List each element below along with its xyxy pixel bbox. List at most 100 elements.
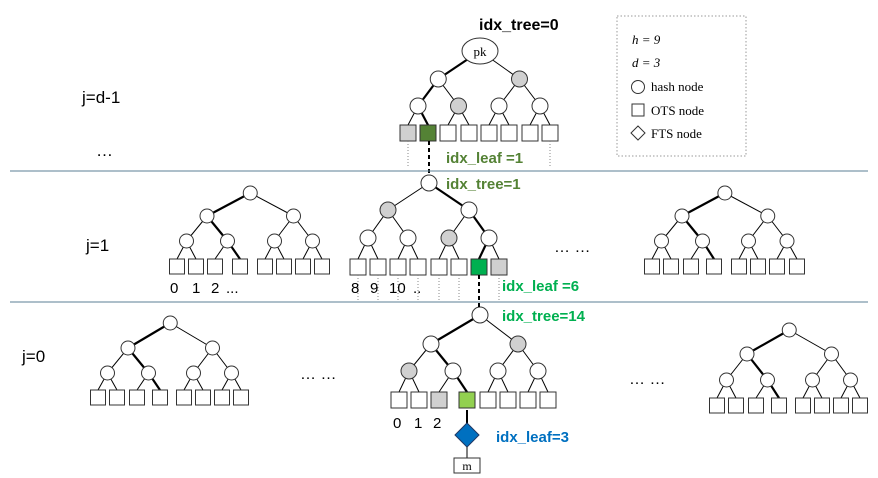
tree-bot-right-hash-node-2-0: [719, 372, 734, 388]
tree-bot-left-hash-node-1-1: [205, 340, 220, 356]
fts-chain: m: [453, 410, 481, 474]
leaf-num-bot-1: 1: [414, 415, 422, 432]
tree-bot-left-hash-node-0-0: [162, 315, 178, 331]
tree-bot-left-hash-node-2-1: [141, 365, 156, 381]
tree-bot-center-edge-0-0: [430, 314, 481, 345]
tree-top-hash-node-1-0: [429, 70, 447, 88]
idx-tree-top: idx_tree=0: [479, 17, 559, 34]
legend-box: [616, 15, 747, 157]
tree-bot-center-hash-node-2-2: [489, 362, 507, 380]
tree-mid-center-ots-node-5: [450, 258, 468, 276]
tree-bot-left-ots-node-2: [129, 389, 145, 406]
tree-mid-right-edge-0-1: [724, 192, 768, 217]
legend-ots: OTS node: [651, 103, 704, 118]
tree-top-hash-node-2-0: [409, 97, 427, 115]
pk-label: pk: [474, 44, 488, 59]
tree-mid-center-ots-node-7: [490, 258, 508, 276]
tree-mid-center-ots-node-4: [430, 258, 448, 276]
tree-mid-right-ots-node-6: [769, 258, 785, 275]
tree-top-ots-node-0: [399, 124, 417, 142]
tree-bot-left-hash-node-2-2: [186, 365, 201, 381]
tree-bot-center-ots-node-6: [519, 391, 537, 409]
legend-fts-icon: [630, 125, 646, 141]
idx-leaf-bot: idx_leaf=3: [496, 429, 569, 446]
tree-bot-center-ots-node-0: [390, 391, 408, 409]
tree-mid-left-ots-node-0: [169, 258, 185, 275]
tree-bot-center-hash-node-2-3: [529, 362, 547, 380]
pk-node: pk: [461, 37, 499, 65]
leaf-num-bot-2: 2: [433, 415, 441, 432]
tree-mid-right-hash-node-1-1: [760, 208, 776, 224]
tree-mid-right-ots-node-0: [644, 258, 660, 275]
tree-bot-center-ots-node-3: [458, 391, 476, 409]
tree-mid-center-ots-node-6: [470, 258, 488, 276]
tree-mid-left-hash-node-2-3: [305, 233, 320, 249]
leaf-num-bot-0: 0: [393, 415, 401, 432]
tree-top-hash-node-2-2: [490, 97, 508, 115]
layer-label-mid: j=1: [85, 236, 109, 255]
ellipsis-bot-right: … …: [629, 371, 665, 388]
tree-mid-left-hash-node-1-1: [286, 208, 301, 224]
tree-mid-left-hash-node-2-0: [179, 233, 194, 249]
tree-mid-right-ots-node-4: [731, 258, 747, 275]
tree-mid-center-ots-node-1: [369, 258, 387, 276]
tree-mid-right-ots-node-1: [663, 258, 679, 275]
tree-mid-right-ots-node-2: [683, 258, 699, 275]
legend-hash: hash node: [651, 79, 704, 94]
tree-mid-right-ots-node-5: [750, 258, 766, 275]
tree-mid-right-hash-node-2-1: [695, 233, 710, 249]
tree-bot-left-hash-node-2-3: [224, 365, 239, 381]
leaf-num-mid-center-3: ..: [413, 280, 421, 297]
tree-mid-left-edge-0-1: [250, 192, 294, 217]
message-label: m: [462, 459, 472, 473]
tree-top-ots-node-1: [419, 124, 437, 142]
tree-mid-center-ots-node-0: [349, 258, 367, 276]
tree-mid-center-ots-node-2: [389, 258, 407, 276]
tree-top-ots-node-3: [460, 124, 478, 142]
tree-bot-left-edge-0-1: [169, 322, 213, 349]
leaf-num-mid-left-2: 2: [211, 280, 219, 297]
tree-mid-right-hash-node-1-0: [674, 208, 690, 224]
tree-bot-center-hash-node-1-1: [509, 335, 527, 353]
tree-mid-right-ots-node-3: [706, 258, 722, 275]
legend-hash-icon: [631, 80, 645, 94]
tree-mid-center-hash-node-2-3: [480, 229, 498, 247]
tree-bot-right-ots-node-2: [748, 397, 764, 414]
idx-leaf-mid: idx_leaf =6: [502, 278, 579, 295]
message-box: [453, 457, 481, 474]
fts-node: [454, 422, 480, 448]
tree-bot-right-ots-node-4: [795, 397, 811, 414]
tree-top-ots-node-7: [541, 124, 559, 142]
tree-bot-center-hash-node-0-0: [471, 306, 489, 324]
tree-mid-left-hash-node-2-1: [220, 233, 235, 249]
tree-mid-left-ots-node-2: [207, 258, 223, 275]
tree-bot-right-hash-node-1-1: [824, 346, 839, 362]
tree-bot-left-ots-node-5: [195, 389, 211, 406]
tree-mid-center-hash-node-2-1: [399, 229, 417, 247]
legend: h = 9 d = 3 hash node OTS node FTS node: [616, 15, 747, 157]
leaf-num-mid-center-2: 10: [389, 280, 406, 297]
tree-mid-left-ots-node-3: [232, 258, 248, 275]
trees-layer: [90, 50, 868, 414]
tree-top-hash-node-2-3: [531, 97, 549, 115]
ellipsis-top: …: [96, 141, 113, 160]
legend-d: d = 3: [632, 55, 661, 70]
tree-bot-left-edge-0-0: [127, 322, 171, 349]
idx-tree-mid: idx_tree=1: [446, 176, 521, 193]
tree-mid-left-ots-node-5: [276, 258, 292, 275]
tree-mid-right-ots-node-7: [789, 258, 805, 275]
tree-bot-center-ots-node-7: [539, 391, 557, 409]
ellipsis-bot-left: … …: [300, 366, 336, 383]
tree-mid-left-edge-0-0: [206, 192, 251, 217]
tree-bot-right-ots-node-5: [814, 397, 830, 414]
tree-top-hash-node-1-1: [511, 70, 528, 88]
tree-mid-center-hash-node-0-0: [420, 174, 438, 192]
tree-bot-left-hash-node-2-0: [100, 365, 115, 381]
tree-mid-right-edge-0-0: [681, 192, 726, 217]
legend-ots-icon: [631, 103, 645, 117]
tree-bot-left-ots-node-6: [214, 389, 230, 406]
tree-bot-right-hash-node-2-3: [843, 372, 858, 388]
tree-mid-left-hash-node-0-0: [242, 185, 258, 201]
tree-mid-center-ots-node-3: [409, 258, 427, 276]
